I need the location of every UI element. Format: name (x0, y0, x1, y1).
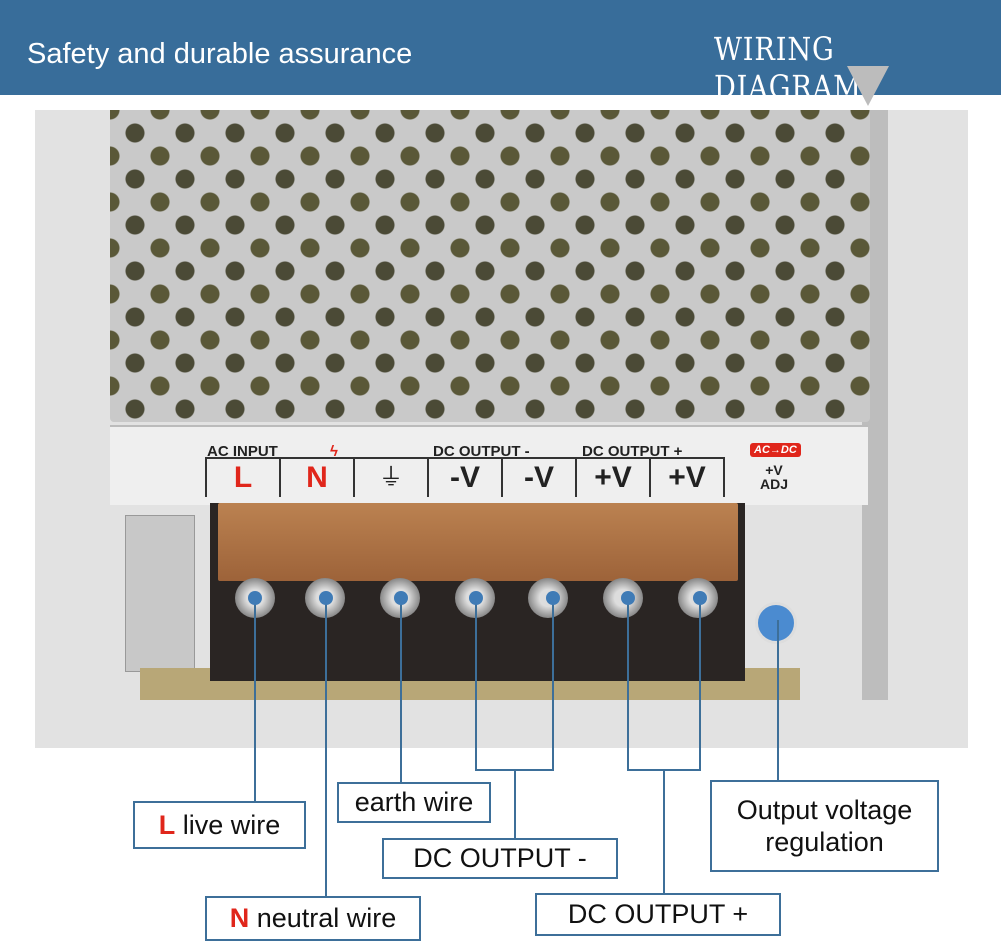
live-letter: L (158, 810, 176, 840)
dc-output-plus-label: DC OUTPUT + (582, 443, 683, 460)
header-banner: Safety and durable assurance WIRING DIAG… (0, 0, 1001, 106)
terminal-cover (218, 503, 738, 581)
ac-dc-badge: AC→DC (750, 443, 801, 457)
header-title: Safety and durable assurance (27, 38, 413, 70)
terminal-label-minus-v: -V (429, 459, 503, 497)
dc-output-minus-label: DC OUTPUT - (433, 443, 530, 460)
ground-icon: ⏚ (355, 459, 429, 497)
neutral-text: neutral wire (256, 903, 397, 933)
lightning-icon: ϟ (330, 443, 338, 460)
terminal-label-plus-v: +V (651, 459, 725, 497)
callout-dc-output-minus: DC OUTPUT - (382, 838, 618, 879)
line-dc-minus (475, 598, 554, 839)
callout-live-wire: L live wire (133, 801, 306, 849)
terminal-label-l: L (207, 459, 281, 497)
live-text: live wire (182, 810, 281, 840)
mounting-bracket (125, 515, 195, 672)
callout-neutral-wire: N neutral wire (205, 896, 421, 941)
terminal-labels: L N ⏚ -V -V +V +V (205, 457, 725, 497)
line-dc-plus (627, 598, 701, 894)
adj-line1: +V (765, 462, 783, 478)
callout-dc-output-plus: DC OUTPUT + (535, 893, 781, 936)
callout-voltage-regulation: Output voltage regulation (710, 780, 939, 872)
terminal-label-strip: AC INPUT ϟ DC OUTPUT - DC OUTPUT + L N ⏚… (110, 425, 868, 505)
adj-line2: ADJ (760, 476, 789, 492)
perforated-cover (110, 110, 870, 422)
callout-earth-wire: earth wire (337, 782, 491, 823)
wiring-diagram-label: WIRING DIAGRAM (714, 30, 862, 106)
neutral-letter: N (229, 903, 250, 933)
terminal-label-plus-v: +V (577, 459, 651, 497)
terminal-label-minus-v: -V (503, 459, 577, 497)
terminal-label-n: N (281, 459, 355, 497)
pointer-arrow-icon (847, 66, 889, 106)
ac-input-label: AC INPUT (207, 443, 278, 460)
voltage-potentiometer (755, 602, 797, 644)
